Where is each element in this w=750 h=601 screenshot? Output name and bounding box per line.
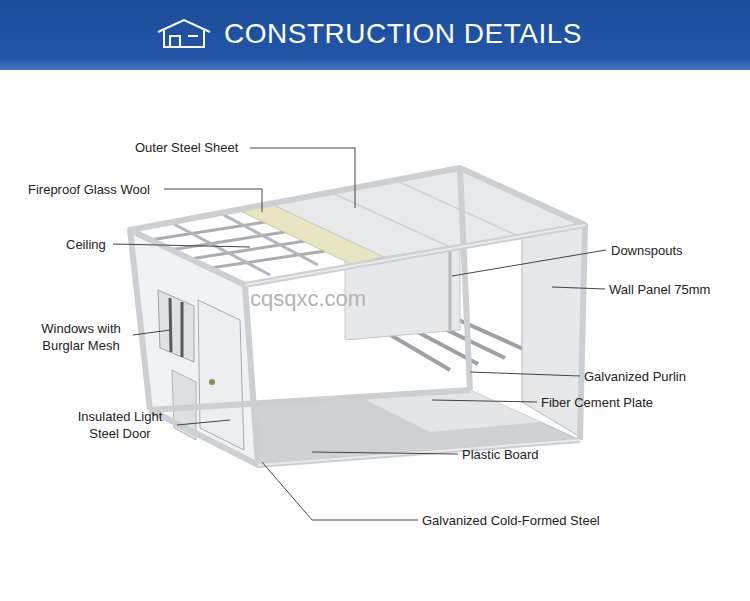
part-label: Windows with Burglar Mesh <box>30 320 132 354</box>
part-label: Insulated Light Steel Door <box>62 408 178 442</box>
header-band <box>0 0 750 70</box>
part-label: Wall Panel 75mm <box>609 281 710 298</box>
part-label: Fireproof Glass Wool <box>28 181 150 198</box>
part-label: Outer Steel Sheet <box>135 139 238 156</box>
watermark: cqsqxc.com <box>250 286 366 312</box>
part-label: Galvanized Cold-Formed Steel <box>422 512 600 529</box>
leader-line <box>113 148 606 520</box>
part-label: Fiber Cement Plate <box>541 394 653 411</box>
window <box>158 290 194 362</box>
part-label: Downspouts <box>611 242 683 259</box>
burglar-mesh <box>170 298 182 357</box>
part-label: Ceiling <box>66 236 106 253</box>
outer-steel-sheet <box>269 168 585 257</box>
frame-highlight <box>245 225 585 465</box>
part-label: Plastic Board <box>462 446 539 463</box>
cold-formed-steel-frame <box>130 168 585 465</box>
light-steel-door <box>198 300 244 450</box>
house-icon <box>158 20 210 47</box>
page-title: CONSTRUCTION DETAILS <box>224 18 582 50</box>
part-label: Galvanized Purlin <box>584 368 686 385</box>
door-handle <box>209 379 215 385</box>
